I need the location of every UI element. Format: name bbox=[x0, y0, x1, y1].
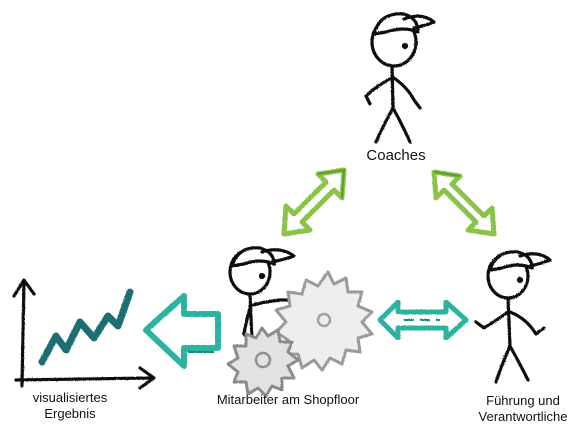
large-gear-icon bbox=[274, 270, 374, 372]
coaches-label: Coaches bbox=[340, 147, 452, 166]
small-gear-icon bbox=[226, 326, 300, 398]
double-arrow-worker-manager-icon bbox=[377, 299, 469, 341]
result-label-line2: Ergebnis bbox=[44, 406, 96, 422]
shopfloor-workers-label: Mitarbeiter am Shopfloor bbox=[178, 392, 398, 408]
double-arrow-coach-worker-icon bbox=[281, 167, 347, 237]
result-label: visualisiertes Ergebnis bbox=[6, 390, 134, 423]
coaches-label-text: Coaches bbox=[366, 147, 426, 164]
worker-figure-icon bbox=[228, 246, 300, 382]
line-chart-icon bbox=[12, 278, 156, 390]
double-arrow-coach-manager-icon bbox=[431, 169, 497, 237]
management-label-line2: Verantwortliche bbox=[478, 409, 568, 425]
result-label-line1: visualisiertes bbox=[32, 390, 108, 405]
management-label-line1: Führung und bbox=[486, 393, 560, 408]
manager-figure-icon bbox=[474, 250, 552, 384]
management-label: Führung und Verantwortliche bbox=[464, 393, 582, 426]
shopfloor-workers-label-text: Mitarbeiter am Shopfloor bbox=[216, 392, 360, 407]
coach-figure-icon bbox=[364, 12, 436, 144]
arrow-left-icon bbox=[143, 293, 221, 369]
